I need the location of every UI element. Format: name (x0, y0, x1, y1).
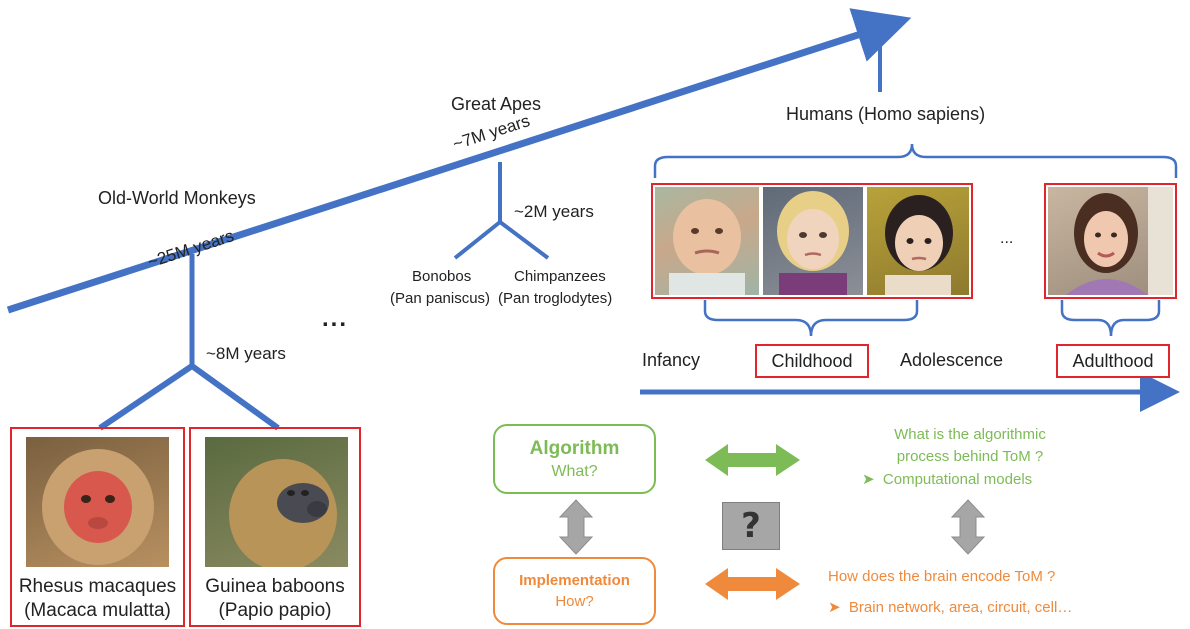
algorithm-box: Algorithm What? (493, 424, 656, 494)
implementation-title: Implementation (519, 572, 630, 589)
adulthood-photo-frame (1044, 183, 1177, 299)
bonobos-label: Bonobos (412, 268, 472, 285)
rhesus-branch-line (98, 363, 194, 431)
bonobos-latin-label: (Pan paniscus) (390, 290, 491, 307)
algorithm-subtitle: What? (551, 462, 598, 480)
adolescence-label: Adolescence (900, 350, 1004, 370)
guinea-baboon-photo (205, 437, 348, 567)
baboon-caption: Guinea baboons (Papio papio) (190, 575, 360, 623)
infancy-label: Infancy (642, 350, 701, 370)
rhesus-macaque-photo (26, 437, 169, 567)
baboon-frame (189, 427, 361, 627)
adolescent-photo (867, 187, 969, 295)
algorithm-bullet: ➤ Computational models (862, 470, 1032, 488)
bullet-arrow-icon: ➤ (828, 599, 849, 616)
adult-photo (1048, 187, 1173, 295)
humans-brace (653, 143, 1178, 178)
infant-photo (655, 187, 759, 295)
chimp-branch-line (498, 220, 550, 260)
left-vertical-double-arrow (558, 499, 594, 555)
old-world-monkeys-label: Old-World Monkeys (98, 188, 256, 208)
bonobo-branch-line (453, 220, 502, 260)
ellipsis-photos: ... (1000, 230, 1014, 247)
chimpanzees-label: Chimpanzees (514, 268, 606, 285)
implementation-point: Brain network, area, circuit, cell… (848, 599, 1073, 616)
question-mark-box: ? (722, 502, 780, 550)
rhesus-name: Rhesus macaques (18, 576, 177, 597)
algorithm-double-arrow (705, 444, 800, 476)
baboon-name: Guinea baboons (205, 576, 345, 597)
child-photo (763, 187, 863, 295)
ellipsis-left: ... (322, 305, 349, 332)
humans-label: Humans (Homo sapiens) (786, 104, 986, 124)
childhood-brace (703, 300, 919, 337)
chimpanzees-latin-label: (Pan troglodytes) (498, 290, 613, 307)
implementation-double-arrow (705, 568, 800, 600)
implementation-question: How does the brain encode ToM ? (828, 568, 1056, 585)
implementation-box: Implementation How? (493, 557, 656, 625)
childhood-photos-frame (651, 183, 973, 299)
right-vertical-double-arrow (950, 499, 986, 555)
timeline-label-2m: ~2M years (514, 202, 594, 221)
rhesus-caption: Rhesus macaques (Macaca mulatta) (12, 575, 183, 623)
baboon-latin-name: (Papio papio) (218, 600, 332, 621)
algorithm-question-line2: process behind ToM ? (896, 448, 1044, 465)
bullet-arrow-icon: ➤ (862, 471, 883, 488)
algorithm-question-line1: What is the algorithmic (894, 426, 1046, 443)
evolution-timeline-arrow (6, 8, 912, 314)
rhesus-frame (10, 427, 185, 627)
great-apes-label: Great Apes (451, 94, 542, 114)
implementation-bullet: ➤ Brain network, area, circuit, cell… (828, 598, 1072, 616)
adulthood-brace (1060, 300, 1161, 337)
rhesus-latin-name: (Macaca mulatta) (24, 600, 171, 621)
algorithm-question: What is the algorithmic process behind T… (860, 424, 1080, 468)
baboon-branch-line (190, 363, 280, 431)
childhood-label: Childhood (755, 344, 869, 378)
algorithm-point: Computational models (882, 471, 1033, 488)
algorithm-title: Algorithm (529, 437, 620, 459)
timeline-label-8m: ~8M years (206, 344, 286, 363)
adulthood-label: Adulthood (1056, 344, 1170, 378)
implementation-subtitle: How? (555, 593, 594, 610)
